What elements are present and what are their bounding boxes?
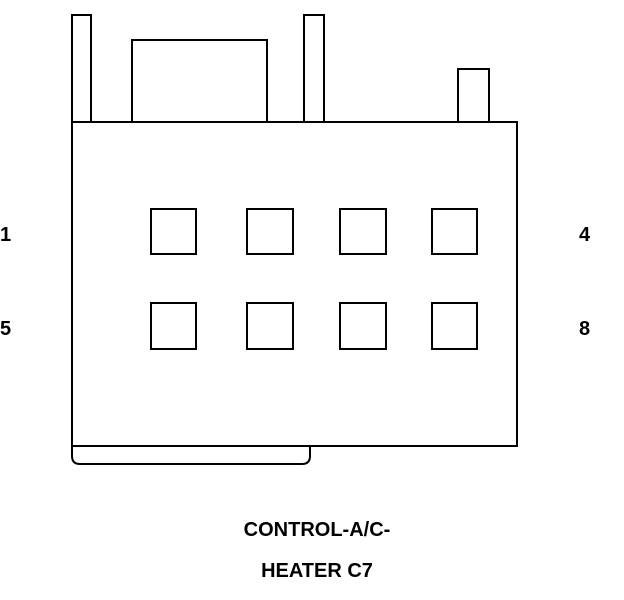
pin-cavity-4 — [431, 208, 478, 255]
bottom-lock-tab — [71, 446, 311, 465]
connector-caption-line-2: HEATER C7 — [261, 560, 373, 582]
right-key — [457, 68, 490, 122]
middle-latch-post — [303, 14, 325, 122]
pin-cavity-6 — [246, 302, 294, 350]
pin-cavity-8 — [431, 302, 478, 350]
pin-cavity-3 — [339, 208, 387, 255]
pin-label-8: 8 — [579, 318, 591, 340]
pin-cavity-7 — [339, 302, 387, 350]
pin-label-4: 4 — [579, 224, 591, 246]
top-tab — [131, 39, 268, 122]
connector-body — [71, 121, 518, 447]
pin-cavity-5 — [150, 302, 197, 350]
pin-cavity-1 — [150, 208, 197, 255]
connector-caption-line-1: CONTROL-A/C- — [243, 519, 391, 541]
pin-cavity-2 — [246, 208, 294, 255]
pin-label-1: 1 — [0, 224, 12, 246]
left-latch-post — [71, 14, 92, 122]
pin-label-5: 5 — [0, 318, 12, 340]
